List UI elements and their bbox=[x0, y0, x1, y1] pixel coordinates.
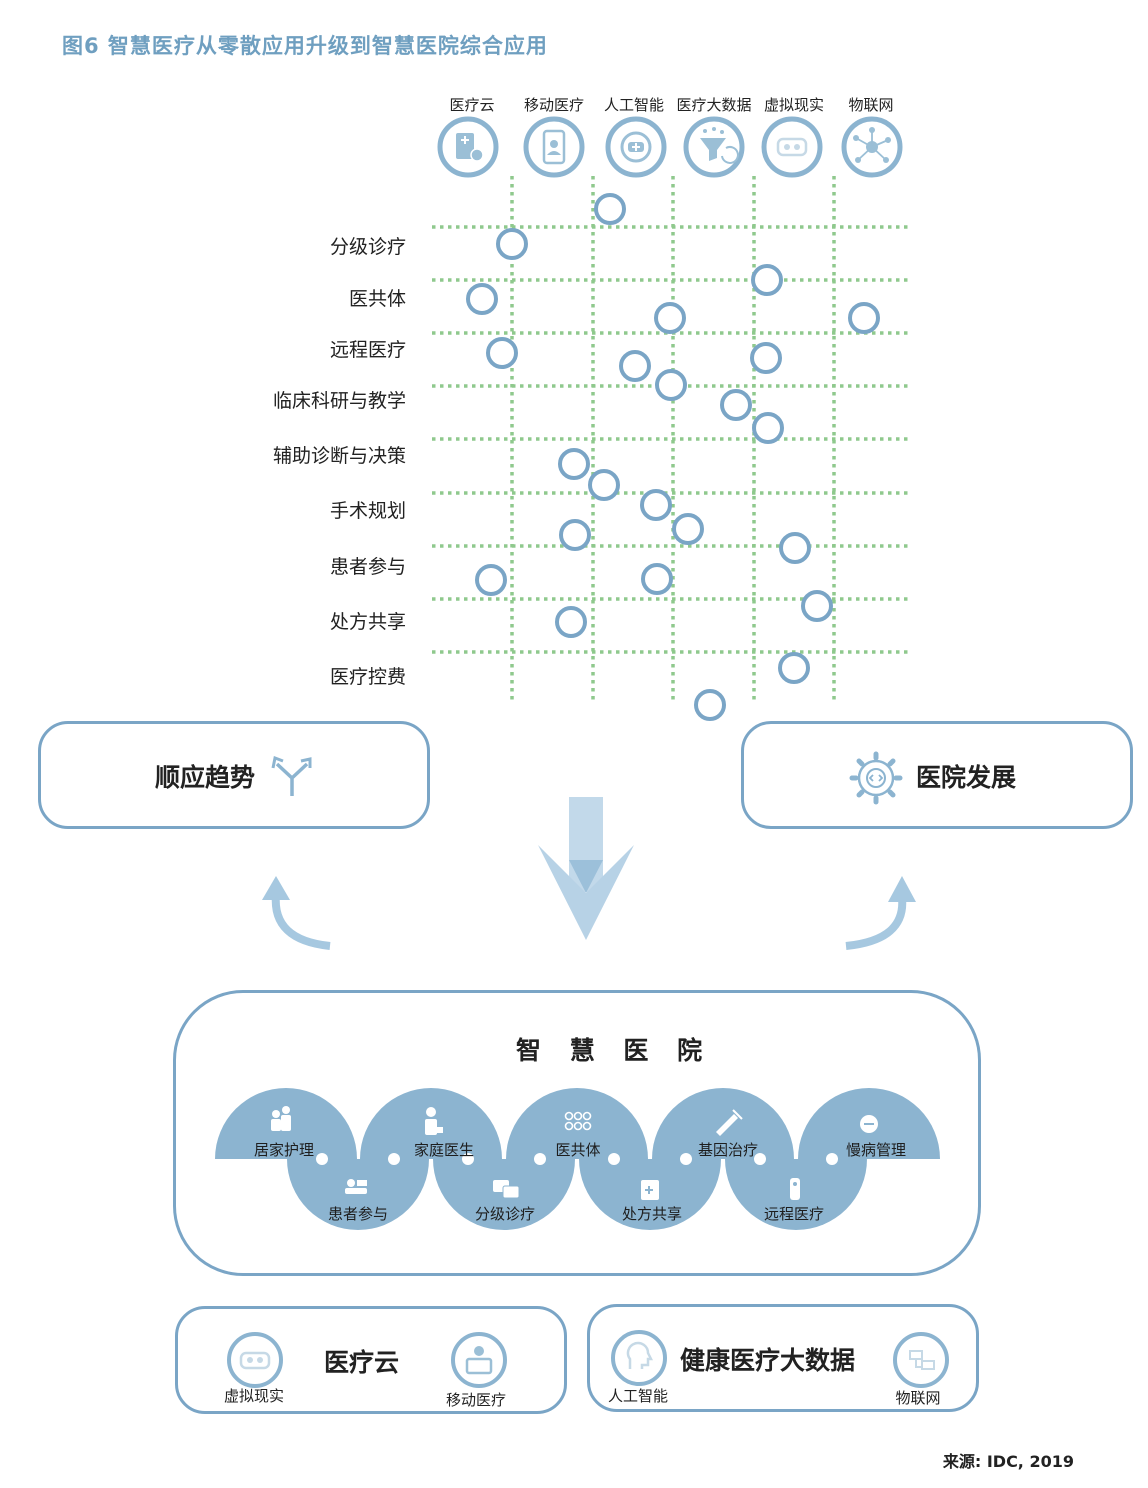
dome-label-chronic: 慢病管理 bbox=[845, 1141, 906, 1159]
iot-label: 物联网 bbox=[895, 1389, 941, 1407]
vr-label: 虚拟现实 bbox=[223, 1387, 284, 1405]
hospital-development-box: 医院发展 bbox=[741, 721, 1133, 829]
row-label-surgery: 手术规划 bbox=[329, 500, 406, 522]
mobile-health-icon bbox=[523, 116, 585, 178]
marker bbox=[641, 563, 673, 595]
curved-arrow-left-icon bbox=[262, 876, 331, 950]
marker bbox=[619, 350, 651, 382]
dome-label-patient: 患者参与 bbox=[327, 1205, 388, 1223]
figure-title: 图6 智慧医疗从零散应用升级到智慧医院综合应用 bbox=[62, 34, 548, 58]
marker bbox=[801, 590, 833, 622]
marker bbox=[594, 193, 626, 225]
row-label-prescription: 处方共享 bbox=[329, 611, 406, 633]
hospital-development-label: 医院发展 bbox=[916, 763, 1017, 792]
dome-label-gene-therapy: 基因治疗 bbox=[697, 1141, 758, 1159]
scattered-markers bbox=[466, 193, 880, 721]
tech-label-vr: 虚拟现实 bbox=[763, 96, 824, 114]
marker bbox=[778, 652, 810, 684]
vr-icon bbox=[227, 1332, 283, 1388]
row-label-patient: 患者参与 bbox=[329, 556, 406, 578]
referral-icon bbox=[493, 1180, 520, 1199]
marker bbox=[779, 532, 811, 564]
mobile-label: 移动医疗 bbox=[445, 1391, 506, 1409]
dome-gene-therapy bbox=[652, 1088, 794, 1159]
medical-cloud-title: 医疗云 bbox=[324, 1348, 400, 1377]
mobile-icon bbox=[451, 1332, 507, 1388]
marker bbox=[555, 606, 587, 638]
syringe-icon bbox=[716, 1109, 743, 1136]
marker bbox=[752, 412, 784, 444]
dome-label-community: 医共体 bbox=[555, 1141, 601, 1159]
dome-community bbox=[506, 1088, 648, 1159]
marker bbox=[750, 342, 782, 374]
marker bbox=[848, 302, 880, 334]
health-big-data-title: 健康医疗大数据 bbox=[680, 1346, 856, 1375]
iot-icon bbox=[893, 1332, 949, 1388]
row-label-tiered: 分级诊疗 bbox=[329, 236, 406, 258]
iot-network-icon bbox=[841, 116, 903, 178]
medical-cloud-box: 医疗云 虚拟现实 移动医疗 bbox=[175, 1306, 567, 1414]
marker bbox=[654, 302, 686, 334]
prescription-icon bbox=[641, 1180, 659, 1200]
medical-cloud-icon bbox=[437, 116, 499, 178]
dome-label-remote: 远程医疗 bbox=[763, 1205, 824, 1223]
ai-head-icon bbox=[611, 1330, 667, 1386]
row-label-research: 临床科研与教学 bbox=[272, 390, 406, 412]
chronic-disease-icon bbox=[860, 1115, 878, 1133]
doctor-icon bbox=[425, 1107, 443, 1135]
trend-box: 顺应趋势 bbox=[38, 721, 430, 829]
row-label-remote: 远程医疗 bbox=[329, 339, 406, 361]
marker bbox=[475, 564, 507, 596]
smart-hospital-title: 智 慧 医 院 bbox=[516, 1036, 713, 1065]
dome-patient bbox=[287, 1159, 429, 1230]
marker bbox=[588, 469, 620, 501]
marker bbox=[466, 283, 498, 315]
remote-care-icon bbox=[790, 1178, 800, 1200]
row-label-community: 医共体 bbox=[348, 288, 406, 310]
tech-label-bigdata: 医疗大数据 bbox=[676, 96, 752, 114]
marker bbox=[655, 369, 687, 401]
network-grid-icon bbox=[564, 1111, 592, 1131]
dome-label-prescription: 处方共享 bbox=[621, 1205, 682, 1223]
family-care-icon bbox=[271, 1106, 291, 1131]
marker bbox=[558, 448, 590, 480]
marker bbox=[751, 264, 783, 296]
vr-headset-icon bbox=[761, 116, 823, 178]
ai-robot-icon bbox=[605, 116, 667, 178]
marker bbox=[672, 513, 704, 545]
tech-label-iot: 物联网 bbox=[848, 96, 894, 114]
tech-label-cloud: 医疗云 bbox=[449, 96, 495, 114]
source-note: 来源: IDC, 2019 bbox=[942, 1452, 1074, 1471]
marker bbox=[640, 489, 672, 521]
branch-arrow-icon bbox=[271, 756, 312, 796]
dome-label-home-care: 居家护理 bbox=[253, 1141, 314, 1159]
curved-arrow-right-icon bbox=[845, 876, 916, 950]
dome-label-tiered: 分级诊疗 bbox=[474, 1205, 535, 1223]
row-label-cost: 医疗控费 bbox=[329, 666, 406, 688]
dome-label-family-doctor: 家庭医生 bbox=[413, 1141, 474, 1159]
big-data-icon bbox=[683, 116, 745, 178]
ai-label: 人工智能 bbox=[607, 1387, 668, 1405]
tech-label-ai: 人工智能 bbox=[603, 96, 664, 114]
gear-code-icon bbox=[849, 751, 903, 805]
trend-label: 顺应趋势 bbox=[155, 763, 256, 792]
marker bbox=[496, 228, 528, 260]
marker bbox=[694, 689, 726, 721]
health-big-data-box: 健康医疗大数据 人工智能 物联网 bbox=[587, 1304, 979, 1412]
patient-bed-icon bbox=[345, 1179, 367, 1194]
marker bbox=[559, 519, 591, 551]
row-label-diagnosis: 辅助诊断与决策 bbox=[272, 445, 406, 467]
dotted-grid bbox=[432, 176, 912, 704]
tech-label-mobile: 移动医疗 bbox=[523, 96, 584, 114]
marker bbox=[486, 337, 518, 369]
down-arrow-icon bbox=[538, 797, 634, 940]
marker bbox=[720, 389, 752, 421]
